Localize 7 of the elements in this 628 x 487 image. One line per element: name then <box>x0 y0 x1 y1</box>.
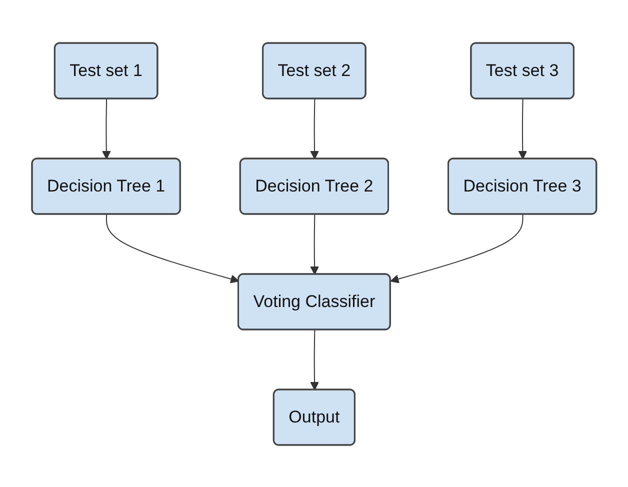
arrow <box>106 214 239 283</box>
arrow <box>310 98 319 159</box>
arrow <box>390 214 524 283</box>
arrow <box>310 214 319 274</box>
arrow <box>518 98 527 159</box>
arrow <box>310 329 319 390</box>
arrow <box>102 98 111 159</box>
